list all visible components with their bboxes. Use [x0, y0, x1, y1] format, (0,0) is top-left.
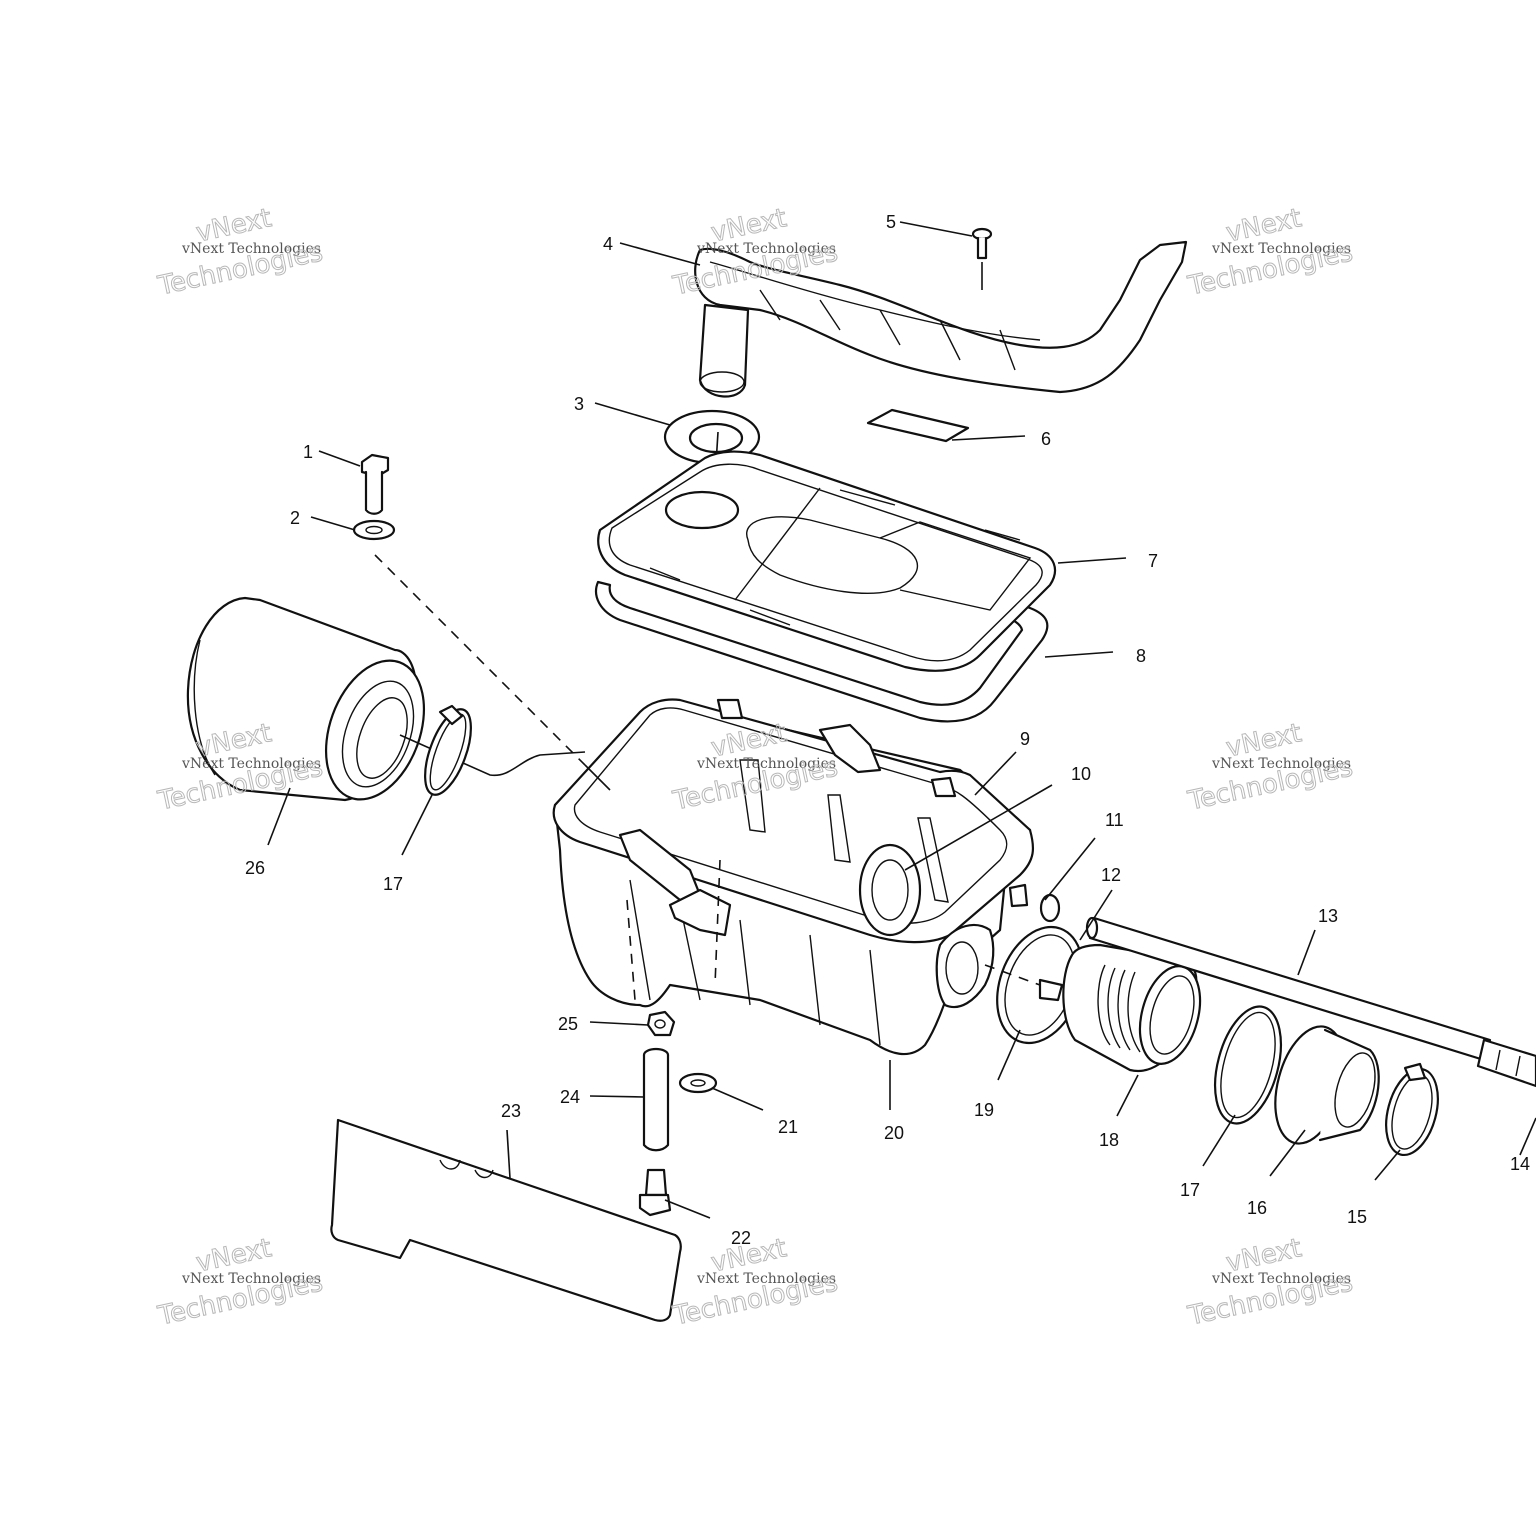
bolt-alignment-tail	[584, 764, 611, 791]
outlet-adapter-part	[1062, 943, 1202, 1073]
callout-23: 23	[501, 1101, 521, 1121]
airbox-part	[552, 698, 1035, 1056]
bolt-alignment-line	[374, 554, 586, 766]
callout-10: 10	[1071, 764, 1091, 784]
watermark-mid-right: vNext vNext Technologies Technologies	[1184, 718, 1356, 817]
callout-5: 5	[886, 212, 896, 232]
drain-hose-part	[642, 1047, 670, 1152]
leader-lines	[267, 221, 1536, 1219]
clamp-left-part	[424, 704, 472, 796]
screw-part	[971, 227, 993, 290]
svg-text:vNext Technologies: vNext Technologies	[696, 241, 836, 257]
svg-text:vNext Technologies: vNext Technologies	[181, 756, 321, 772]
cover-part	[597, 450, 1057, 672]
svg-text:vNext Technologies: vNext Technologies	[696, 756, 836, 772]
bolt-part	[360, 453, 390, 515]
callout-6: 6	[1041, 429, 1051, 449]
spacer-part	[1008, 883, 1061, 923]
callout-15: 15	[1347, 1207, 1367, 1227]
grommet-part	[663, 409, 761, 529]
air-filter-part	[186, 596, 586, 802]
callout-9: 9	[1020, 729, 1030, 749]
callout-16: 16	[1247, 1198, 1267, 1218]
intake-duct-part	[694, 240, 1188, 398]
callout-labels: 1 2 3 4 5 6 7 8 9 10 11 12 13 14 15 16 1…	[245, 212, 1530, 1248]
callout-7: 7	[1148, 551, 1158, 571]
callout-24: 24	[560, 1087, 580, 1107]
watermark-top-right: vNext vNext Technologies Technologies	[1184, 203, 1356, 302]
svg-text:vNext Technologies: vNext Technologies	[1211, 756, 1351, 772]
decal-part	[866, 408, 970, 443]
watermark-bottom-right: vNext vNext Technologies Technologies	[1184, 1233, 1356, 1332]
washer-part	[352, 519, 396, 541]
callout-13: 13	[1318, 906, 1338, 926]
heat-shield-part	[330, 1118, 682, 1322]
callout-11: 11	[1105, 810, 1124, 830]
callout-8: 8	[1136, 646, 1146, 666]
callout-18: 18	[1099, 1130, 1119, 1150]
callout-26: 26	[245, 858, 265, 878]
boot-part	[1274, 1025, 1380, 1145]
small-grommet-part	[678, 1072, 718, 1094]
watermark-bottom-center: vNext vNext Technologies Technologies	[669, 1233, 841, 1332]
callout-4: 4	[603, 234, 613, 254]
callout-12: 12	[1101, 865, 1121, 885]
svg-text:vNext Technologies: vNext Technologies	[1211, 1271, 1351, 1287]
clamp-right-part	[1385, 1062, 1439, 1157]
svg-text:vNext Technologies: vNext Technologies	[181, 241, 321, 257]
clip-part	[646, 1010, 676, 1037]
svg-text:vNext Technologies: vNext Technologies	[181, 1271, 321, 1287]
svg-text:vNext Technologies: vNext Technologies	[696, 1271, 836, 1287]
watermark-top-center: vNext vNext Technologies Technologies	[669, 203, 841, 302]
watermark-top-left: vNext vNext Technologies Technologies	[154, 203, 326, 302]
watermark-bottom-left: vNext vNext Technologies Technologies	[154, 1233, 326, 1332]
callout-17-left: 17	[383, 874, 403, 894]
callout-1: 1	[303, 442, 313, 462]
callout-17-right: 17	[1180, 1180, 1200, 1200]
callout-14: 14	[1510, 1154, 1530, 1174]
callout-21: 21	[778, 1117, 798, 1137]
svg-text:vNext Technologies: vNext Technologies	[1211, 241, 1351, 257]
callout-20: 20	[884, 1123, 904, 1143]
callout-25: 25	[558, 1014, 578, 1034]
drain-plug-part	[638, 1168, 672, 1217]
callout-3: 3	[574, 394, 584, 414]
callout-22: 22	[731, 1228, 751, 1248]
callout-2: 2	[290, 508, 300, 528]
callout-19: 19	[974, 1100, 994, 1120]
tube-part	[1085, 916, 1536, 1088]
